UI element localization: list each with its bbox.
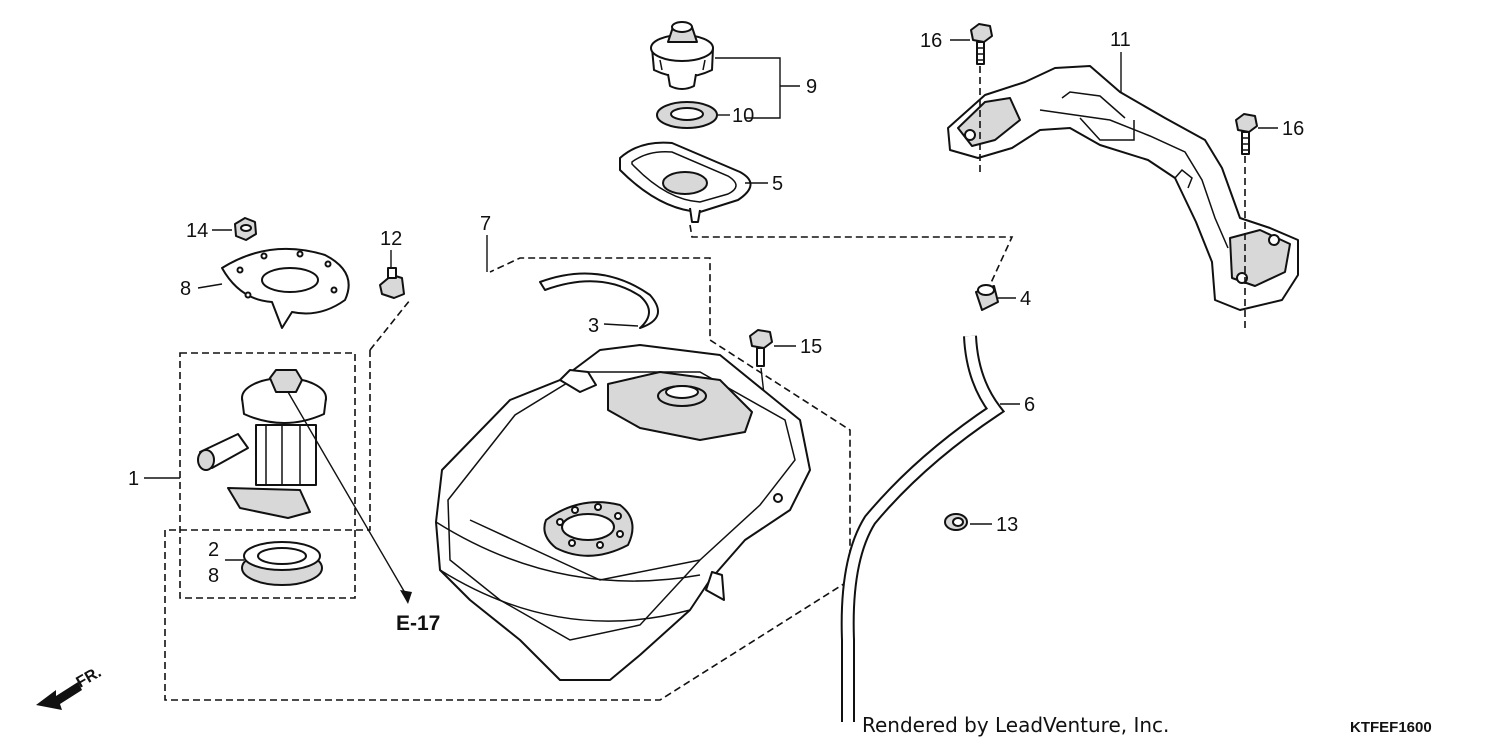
label-16-right: 16 bbox=[1282, 118, 1304, 140]
label-12: 12 bbox=[380, 228, 402, 250]
filler-tray[interactable] bbox=[619, 141, 752, 223]
wire-clip[interactable] bbox=[379, 267, 405, 299]
hose-clip[interactable] bbox=[944, 513, 968, 531]
label-11: 11 bbox=[1110, 29, 1131, 51]
bolt-16-left[interactable] bbox=[970, 23, 993, 65]
label-3: 3 bbox=[588, 315, 599, 337]
flange-nut[interactable] bbox=[234, 217, 257, 241]
label-6: 6 bbox=[1024, 394, 1035, 416]
e17-arrow-head bbox=[400, 590, 412, 604]
label-2: 2 bbox=[208, 539, 219, 561]
drain-dash bbox=[689, 224, 1014, 286]
bolt-15[interactable] bbox=[749, 329, 773, 367]
tank-to-pump-dash bbox=[369, 299, 411, 351]
tank-bracket[interactable] bbox=[947, 65, 1299, 311]
leader-9 bbox=[715, 57, 781, 119]
label-8: 8 bbox=[180, 278, 191, 300]
packing-ring[interactable] bbox=[241, 541, 323, 586]
leader-8 bbox=[197, 283, 223, 289]
fuel-tank[interactable] bbox=[435, 344, 811, 681]
fuel-pump-group-box bbox=[179, 352, 356, 599]
drain-hose[interactable] bbox=[840, 335, 1006, 722]
front-direction-marker: FR. bbox=[36, 664, 104, 710]
set-plate[interactable] bbox=[221, 247, 350, 329]
rubber-strip[interactable] bbox=[539, 272, 659, 329]
label-16-left: 16 bbox=[920, 30, 942, 52]
label-13: 13 bbox=[996, 514, 1018, 536]
label-1: 1 bbox=[128, 468, 139, 490]
label-14: 14 bbox=[186, 220, 208, 242]
drain-fitting[interactable] bbox=[975, 284, 999, 311]
leader-3 bbox=[603, 323, 639, 327]
fuel-cap[interactable] bbox=[650, 21, 714, 90]
label-8-pump: 8 bbox=[208, 565, 219, 587]
label-9: 9 bbox=[806, 76, 817, 98]
cap-gasket[interactable] bbox=[656, 101, 718, 129]
label-15: 15 bbox=[800, 336, 822, 358]
bolt-16-right[interactable] bbox=[1235, 113, 1258, 155]
reference-e17: E-17 bbox=[396, 612, 440, 635]
fuel-pump[interactable] bbox=[197, 369, 327, 519]
diagram-code: KTFEF1600 bbox=[1350, 719, 1432, 736]
e17-arrow-line bbox=[287, 391, 409, 599]
label-7: 7 bbox=[480, 213, 491, 235]
label-10: 10 bbox=[732, 105, 754, 127]
label-5: 5 bbox=[772, 173, 783, 195]
credit-text: Rendered by LeadVenture, Inc. bbox=[862, 713, 1169, 737]
label-4: 4 bbox=[1020, 288, 1031, 310]
